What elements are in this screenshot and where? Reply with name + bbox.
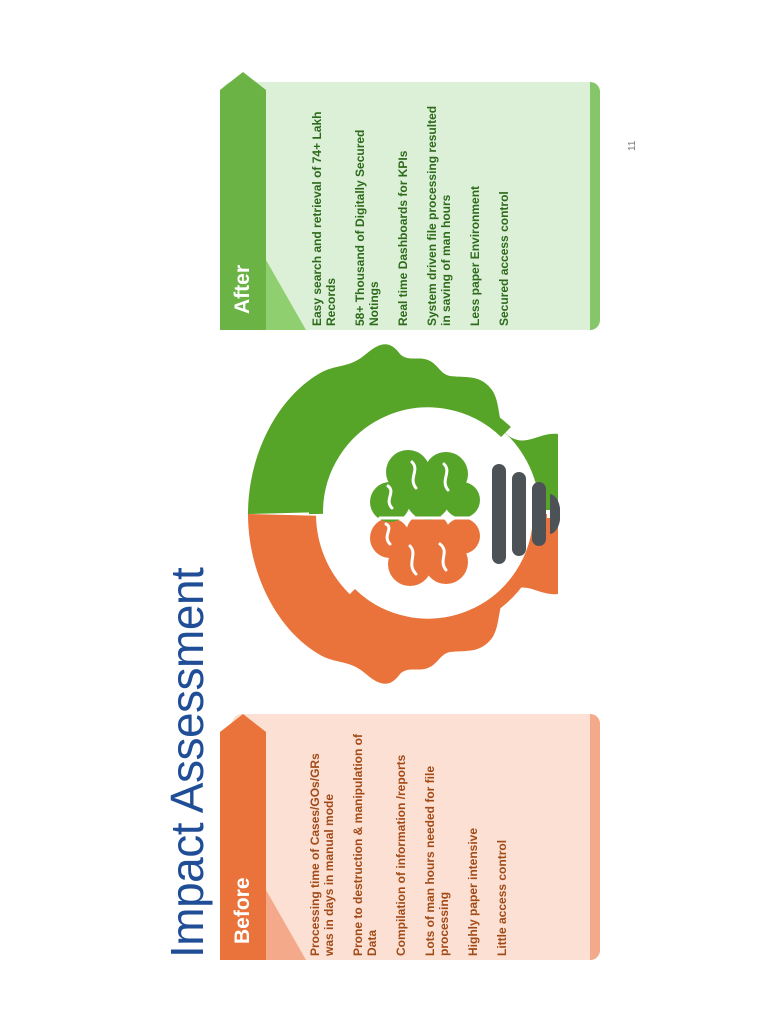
before-panel-stripe: [590, 714, 600, 960]
before-item: Highly paper intensive: [466, 827, 480, 956]
bulb-outline-green: [308, 393, 511, 515]
before-header-fold: [266, 890, 306, 960]
after-item: Easy search and retrieval of 74+ Lakh Re…: [310, 111, 338, 326]
after-item: Secured access control: [497, 191, 511, 326]
bulb-outline-orange: [345, 513, 547, 633]
after-list: Easy search and retrieval of 74+ Lakh Re…: [310, 100, 526, 326]
after-header-fold: [266, 260, 306, 330]
head-bulb-brain-icon: [248, 344, 560, 684]
before-item: Little access control: [495, 839, 509, 956]
after-header-tip: [220, 72, 266, 90]
page-number: 11: [627, 140, 638, 151]
before-heading: Before: [231, 877, 254, 944]
before-header-tip: [220, 714, 266, 732]
after-panel-stripe: [590, 82, 600, 330]
after-item: Real time Dashboards for KPIs: [396, 150, 410, 326]
page-title: Impact Assessment: [161, 567, 213, 958]
after-item: Less paper Environment: [468, 185, 482, 326]
before-item: Processing time of Cases/GOs/GRs was in …: [308, 753, 336, 956]
after-heading: After: [231, 264, 254, 314]
before-item: Lots of man hours needed for file proces…: [423, 765, 451, 956]
after-item: 58+ Thousand of Digitally Secured Noting…: [353, 129, 381, 326]
after-header: After: [220, 90, 266, 330]
brain-folds: [378, 460, 478, 576]
bulb-base: [492, 464, 560, 564]
before-item: Compilation of information /reports: [394, 754, 408, 956]
before-item: Prone to destruction & manipulation of D…: [351, 734, 379, 956]
before-list: Processing time of Cases/GOs/GRs was in …: [308, 730, 524, 956]
before-header: Before: [220, 732, 266, 960]
after-item: System driven file processing resulted i…: [425, 105, 453, 326]
brain-orange-half: [370, 512, 480, 586]
